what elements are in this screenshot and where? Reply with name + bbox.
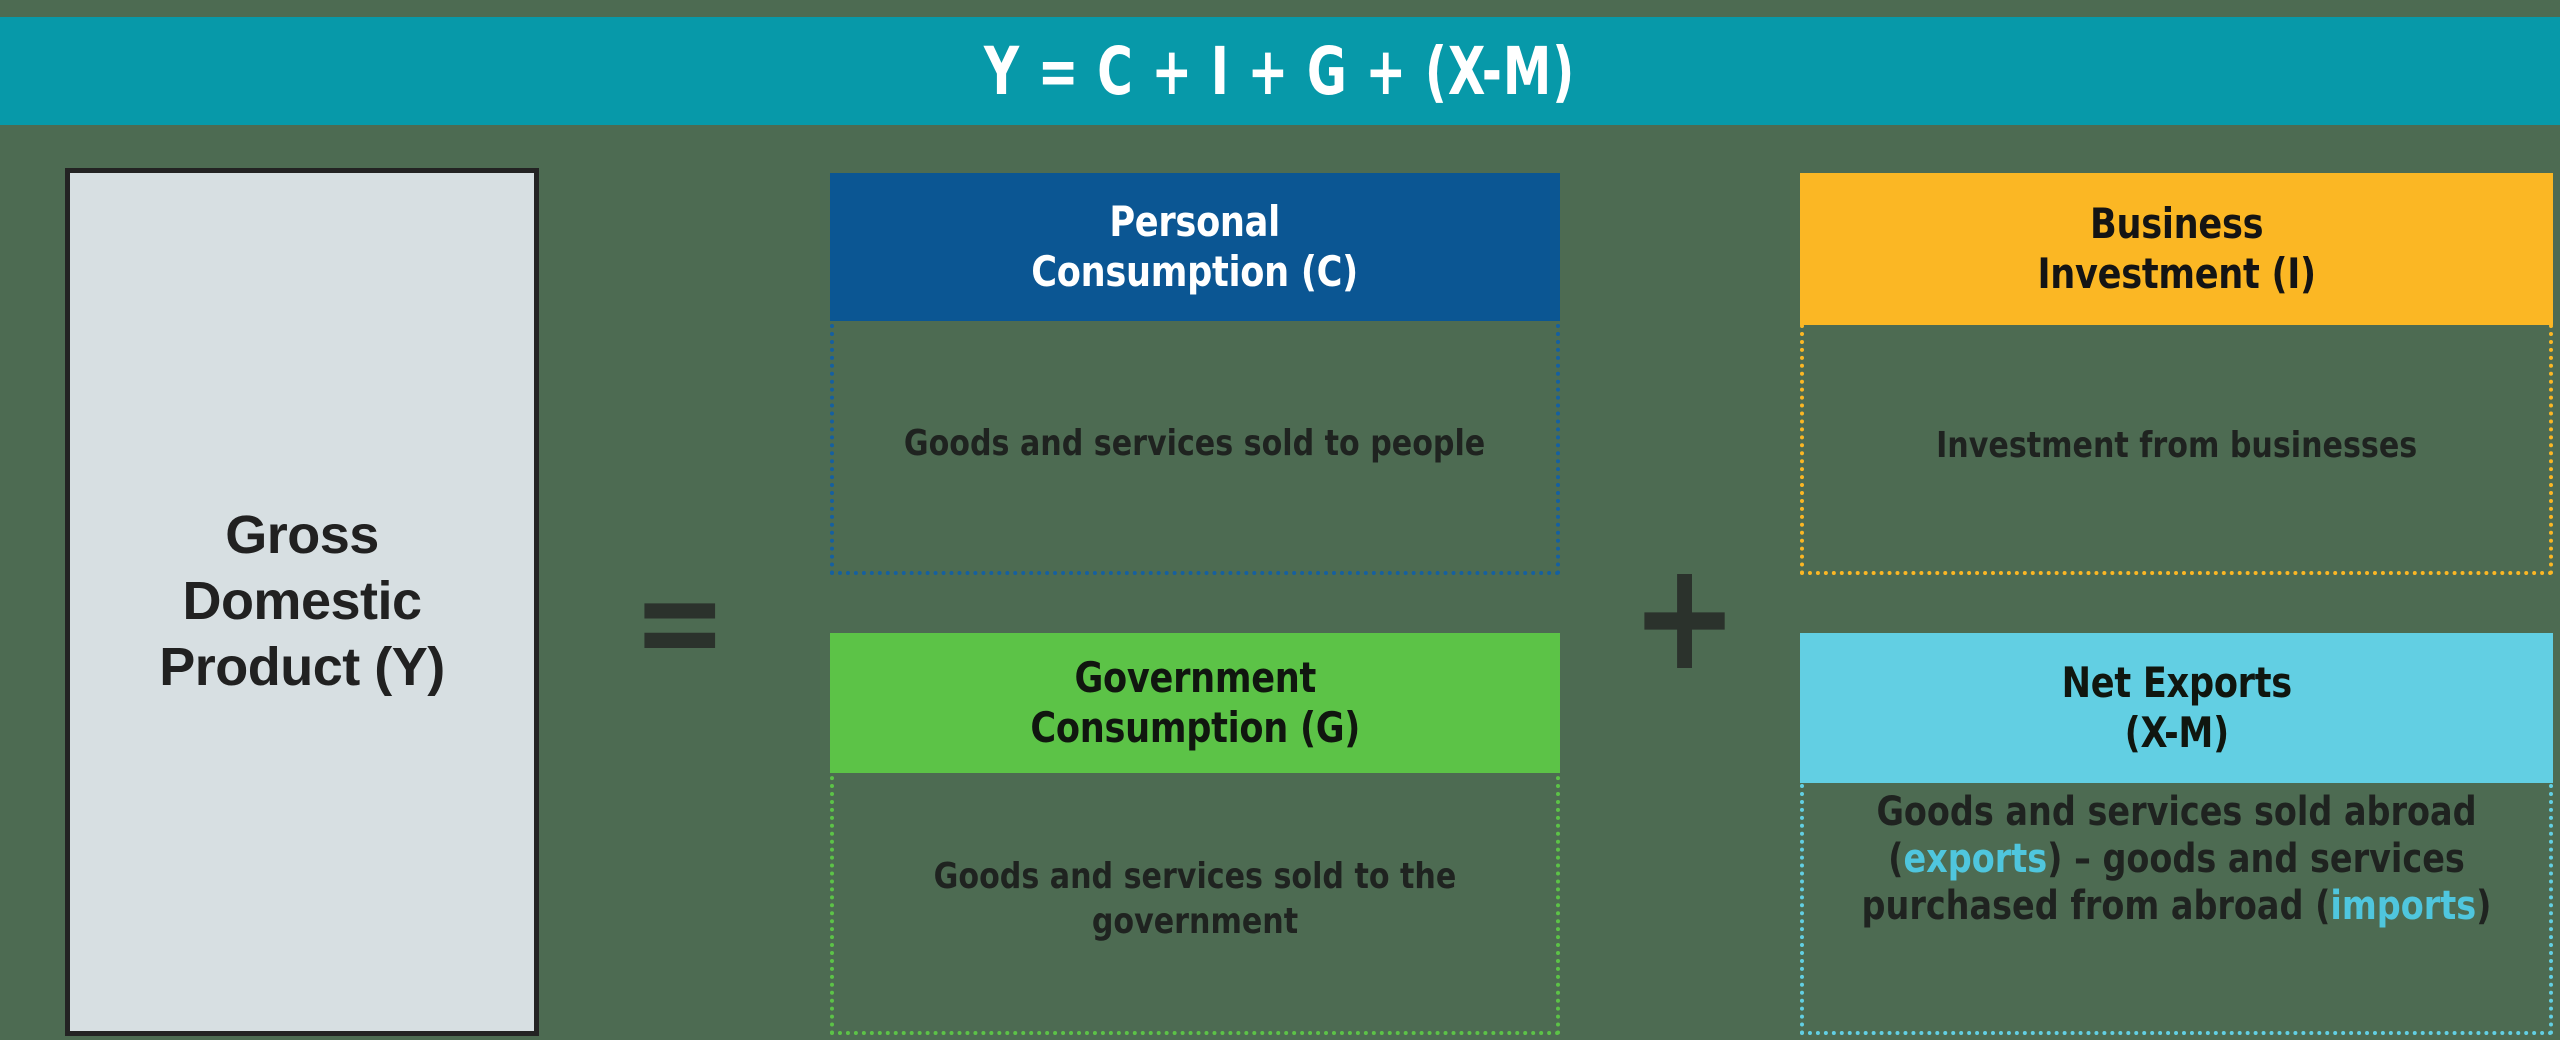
gdp-label-line-2: Domestic [182, 571, 422, 632]
card-title-line-2: Consumption (C) [1031, 247, 1359, 296]
card-description-business-investment: Investment from businesses [1935, 424, 2418, 466]
net-exports-highlight-term: exports [1903, 836, 2048, 883]
card-title-government-consumption: Government Consumption (G) [1030, 653, 1360, 754]
card-net-exports: Net Exports (X-M) Goods and services sol… [1800, 633, 2553, 1035]
card-title-line-2: Consumption (G) [1030, 703, 1360, 752]
gdp-label-line-1: Gross [225, 505, 379, 566]
card-title-line-1: Business [2089, 198, 2264, 248]
card-title-personal-consumption: Personal Consumption (C) [1032, 197, 1359, 298]
card-business-investment: Business Investment (I) Investment from … [1800, 173, 2553, 575]
card-title-business-investment: Business Investment (I) [2037, 198, 2316, 300]
gdp-label-line-3: Product (Y) [159, 636, 445, 697]
equals-operator: = [632, 545, 728, 699]
card-body-business-investment: Investment from businesses [1804, 325, 2549, 567]
net-exports-text-run: Goods and services sold abroad ( [1876, 789, 2477, 883]
card-title-net-exports: Net Exports (X-M) [2061, 657, 2292, 759]
gdp-formula-text: Y = C + I + G + (X-M) [984, 32, 1576, 110]
card-title-line-2: (X-M) [2124, 708, 2229, 757]
card-title-line-1: Government [1074, 652, 1316, 702]
formula-banner: Y = C + I + G + (X-M) [0, 17, 2560, 125]
card-description-government-consumption: Goods and services sold to the governmen… [933, 856, 1457, 942]
card-header-government-consumption: Government Consumption (G) [830, 633, 1560, 773]
gdp-box: Gross Domestic Product (Y) [65, 168, 539, 1036]
card-body-net-exports: Goods and services sold abroad (exports)… [1804, 783, 2549, 1027]
net-exports-text-run: ) – goods and services purchased from ab… [1861, 836, 2465, 930]
net-exports-text-run: ) [2476, 883, 2492, 930]
card-header-business-investment: Business Investment (I) [1800, 173, 2553, 325]
card-header-personal-consumption: Personal Consumption (C) [830, 173, 1560, 321]
card-title-line-1: Net Exports [2061, 657, 2292, 707]
gdp-label: Gross Domestic Product (Y) [159, 503, 445, 701]
net-exports-highlight-term: imports [2330, 883, 2477, 930]
plus-operator: + [1630, 530, 1739, 704]
card-title-line-1: Personal [1109, 196, 1281, 246]
card-description-net-exports: Goods and services sold abroad (exports)… [1830, 789, 2523, 931]
card-title-line-2: Investment (I) [2037, 249, 2316, 298]
card-description-personal-consumption: Goods and services sold to people [904, 422, 1486, 464]
card-body-government-consumption: Goods and services sold to the governmen… [834, 773, 1556, 1027]
card-personal-consumption: Personal Consumption (C) Goods and servi… [830, 173, 1560, 575]
card-header-net-exports: Net Exports (X-M) [1800, 633, 2553, 783]
card-government-consumption: Government Consumption (G) Goods and ser… [830, 633, 1560, 1035]
card-body-personal-consumption: Goods and services sold to people [834, 321, 1556, 567]
